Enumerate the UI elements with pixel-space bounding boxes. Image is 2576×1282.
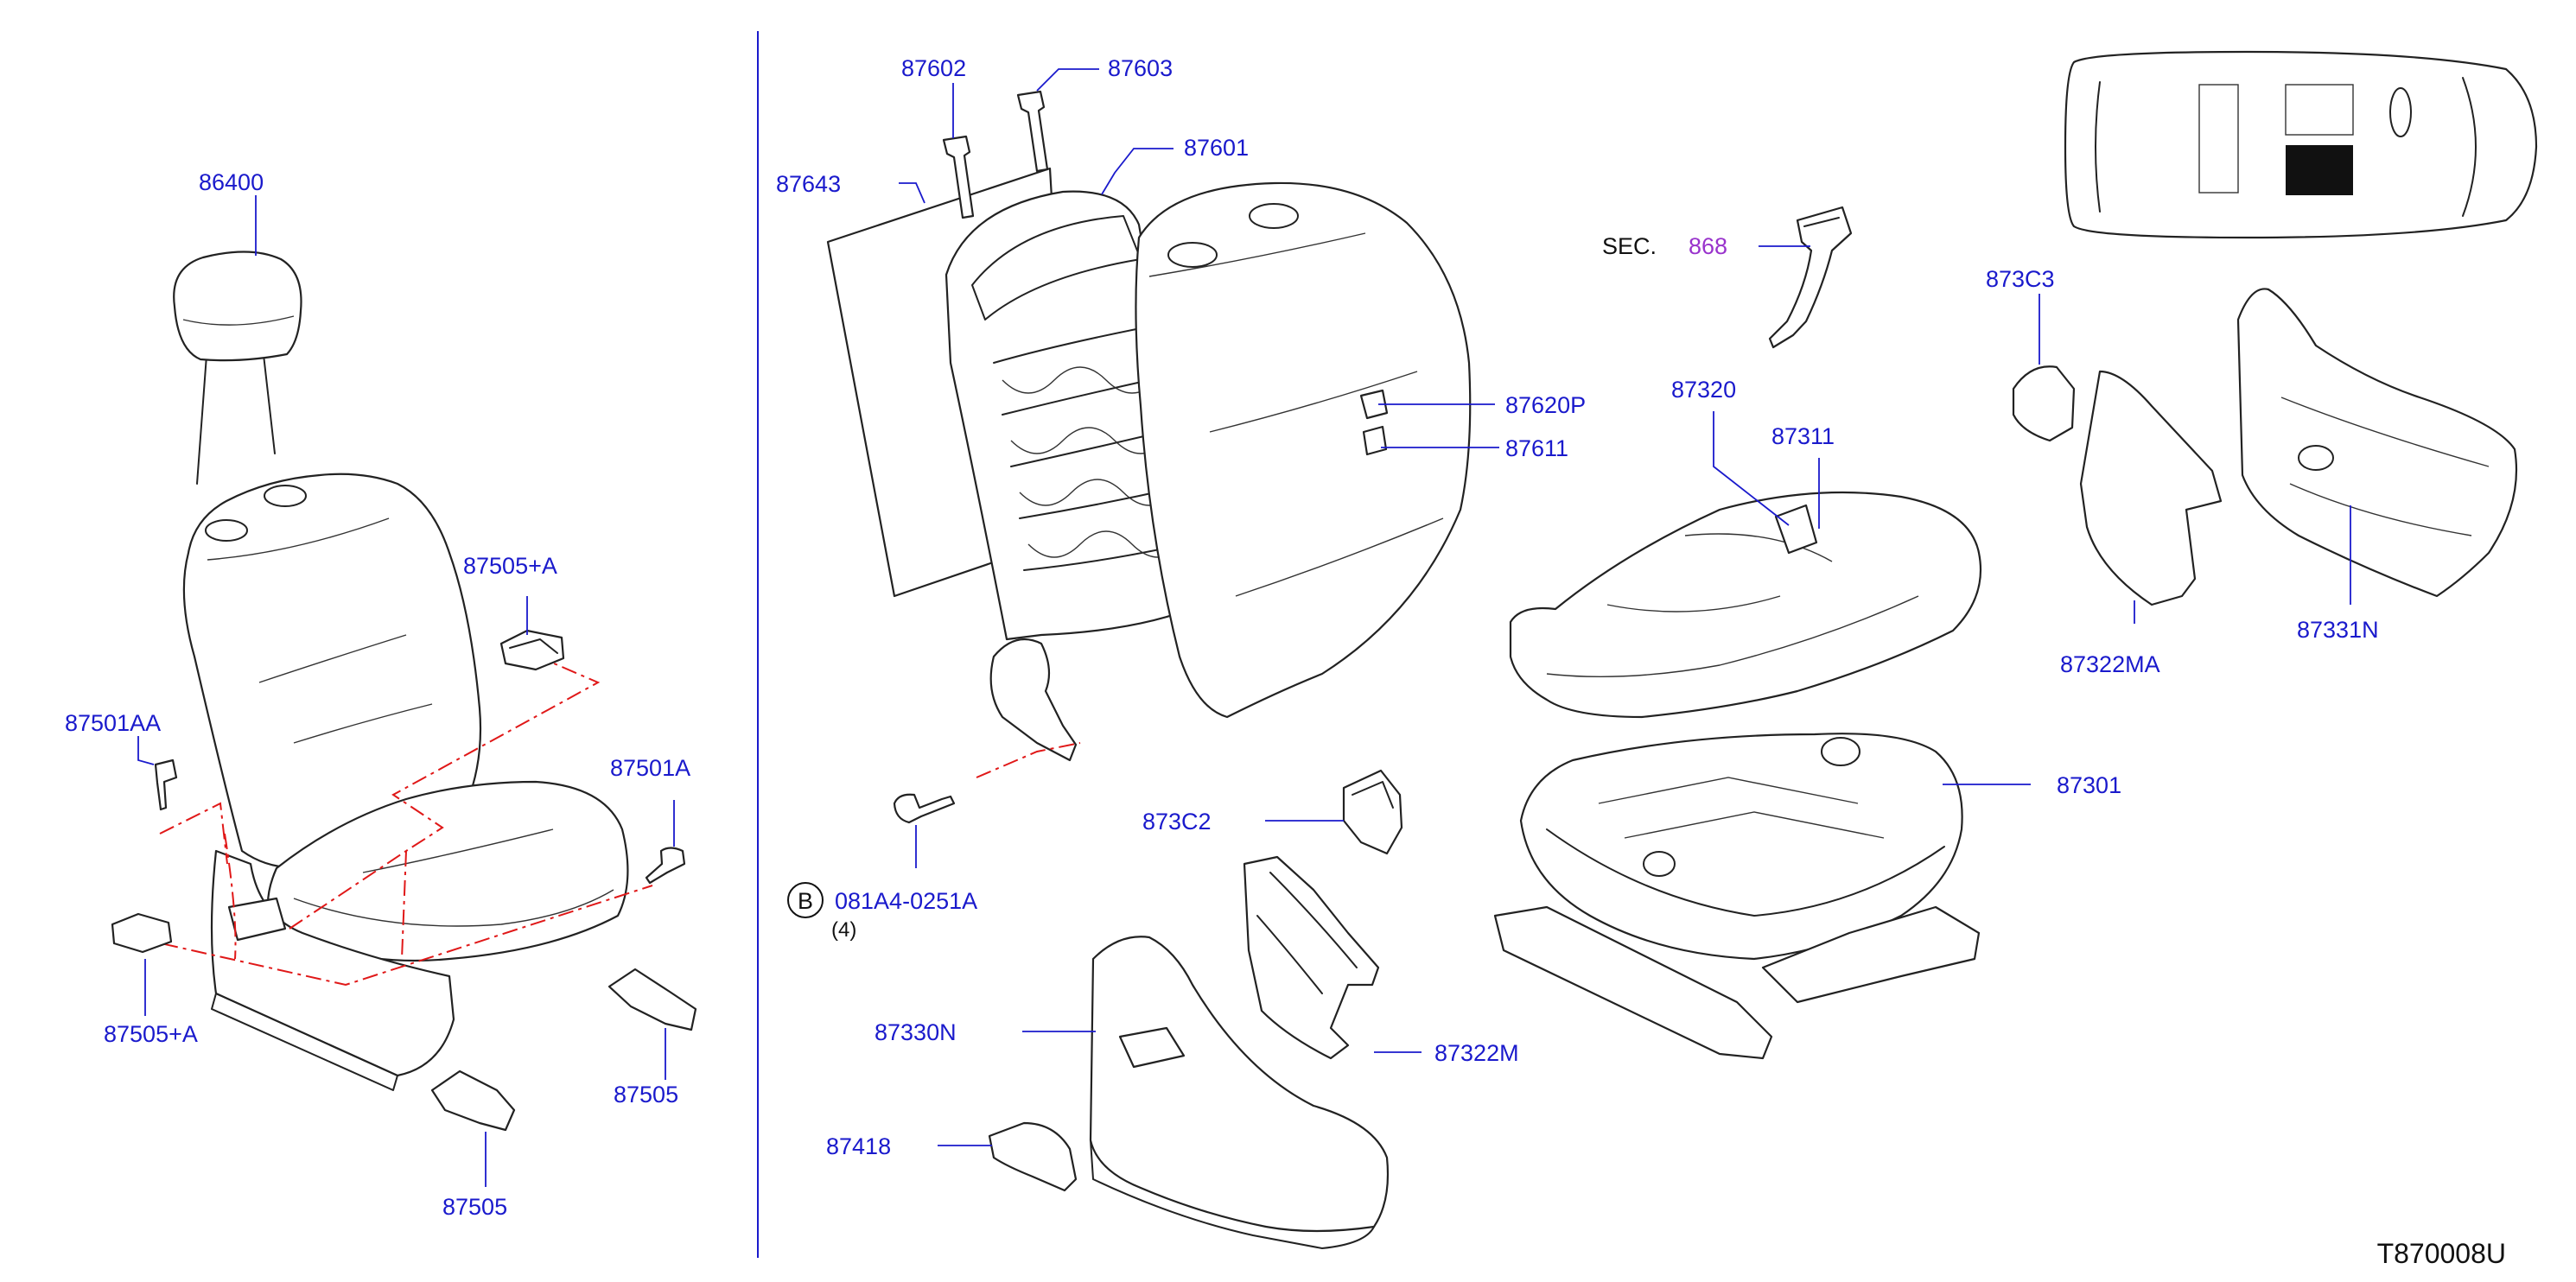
label-knob[interactable]: 87418	[826, 1133, 891, 1159]
label-bolt-left[interactable]: 87501AA	[65, 710, 161, 736]
label-cushion-trim[interactable]: 87320	[1671, 377, 1736, 403]
diagram-code: T870008U	[2377, 1238, 2506, 1269]
seatbelt-buckle-shape	[1768, 206, 1853, 349]
callout-symbol: B	[798, 888, 813, 914]
label-back-board[interactable]: 87643	[776, 171, 841, 197]
callout-part-number[interactable]: 081A4-0251A	[835, 888, 977, 914]
label-guide-b[interactable]: 87603	[1108, 55, 1173, 81]
label-guide-a[interactable]: 87602	[901, 55, 966, 81]
cover-ma-shape	[2079, 370, 2223, 606]
outer-finisher-shape	[1089, 936, 1390, 1233]
seat-back-illustration	[826, 90, 1853, 824]
bolt-b-shape	[893, 793, 956, 824]
clip-front-bottom-shape	[430, 1069, 516, 1132]
guide-a-shape	[942, 135, 975, 219]
label-inner-finisher[interactable]: 87331N	[2297, 617, 2379, 643]
label-cover-c2[interactable]: 873C2	[1142, 809, 1212, 835]
cover-m-shape	[1243, 855, 1380, 1060]
callout-symbol-circle	[787, 882, 824, 918]
label-back-pad-clip[interactable]: 87611	[1505, 435, 1568, 461]
cover-c2-shape	[1342, 769, 1403, 855]
vehicle-locator-icon	[2064, 50, 2538, 239]
label-cover-c3[interactable]: 873C3	[1986, 266, 2055, 292]
back-trim-shape	[1135, 181, 1472, 719]
knob-shape	[988, 1121, 1078, 1192]
guide-b-shape	[1016, 90, 1049, 173]
callout-quantity: (4)	[831, 918, 856, 942]
headrest-shape	[173, 251, 302, 362]
label-clip-upper[interactable]: 87505+A	[463, 553, 557, 579]
cushion-illustration	[1493, 288, 2518, 1060]
label-back-trim[interactable]: 87620P	[1505, 392, 1586, 418]
label-clip-front-right[interactable]: 87505	[614, 1082, 678, 1107]
seat-back-shape	[182, 473, 482, 868]
bolt-right-shape	[645, 847, 686, 885]
label-clip-front-bottom[interactable]: 87505	[442, 1194, 507, 1220]
label-outer-finisher[interactable]: 87330N	[875, 1019, 957, 1045]
locator-highlight	[2286, 145, 2353, 195]
label-cushion-frame[interactable]: 87301	[2057, 772, 2121, 798]
label-headrest[interactable]: 86400	[199, 169, 264, 195]
label-cover-ma[interactable]: 87322MA	[2060, 651, 2160, 677]
part-labels: 86400 87505+A 87501AA 87501A 87505+A 875…	[65, 55, 2506, 1269]
label-back-frame[interactable]: 87601	[1184, 135, 1249, 161]
section-number[interactable]: 868	[1689, 233, 1727, 259]
bolt-callout: B 081A4-0251A (4)	[787, 882, 977, 942]
label-cover-m[interactable]: 87322M	[1434, 1040, 1519, 1066]
finisher-illustration	[988, 769, 1403, 1249]
clip-front-right-shape	[607, 968, 697, 1031]
label-cushion-clip[interactable]: 87311	[1771, 423, 1835, 449]
label-clip-lower-left[interactable]: 87505+A	[104, 1021, 198, 1047]
leader-lines	[137, 68, 2351, 1187]
seat-assembly-illustration	[111, 251, 697, 1132]
cover-c3-shape	[2012, 365, 2076, 442]
inner-finisher-shape	[2236, 288, 2518, 598]
clip-lower-left-shape	[111, 912, 173, 954]
cushion-frame-shape	[1519, 733, 1963, 961]
bolt-left-shape	[154, 758, 178, 811]
section-prefix: SEC.	[1602, 233, 1657, 259]
label-bolt-right[interactable]: 87501A	[610, 755, 690, 781]
